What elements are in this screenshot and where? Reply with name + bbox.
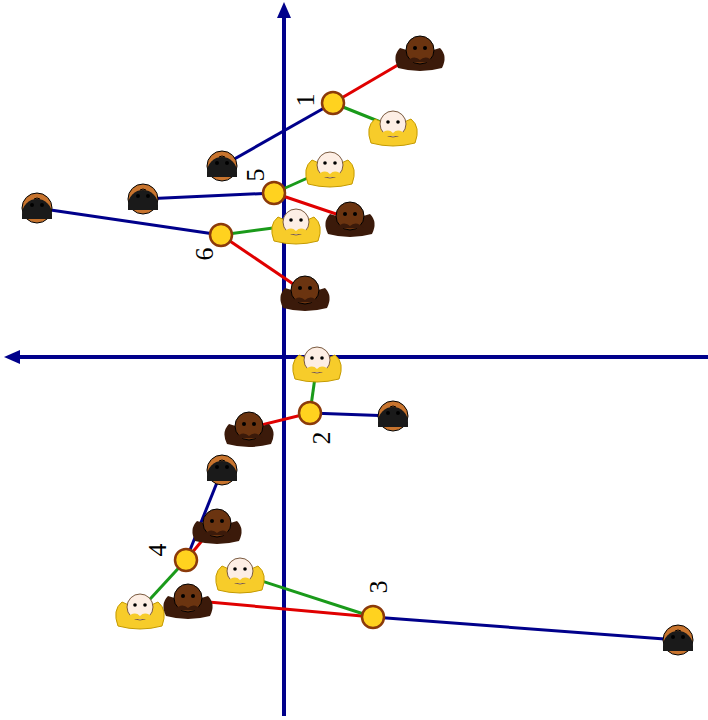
callout-number: 3 [366,581,392,594]
callout-number: 5 [243,169,269,182]
callout-number: 1 [293,94,319,107]
callout-number: 2 [309,432,335,445]
callout-number: 4 [145,544,171,557]
callout-number: 6 [192,248,218,261]
